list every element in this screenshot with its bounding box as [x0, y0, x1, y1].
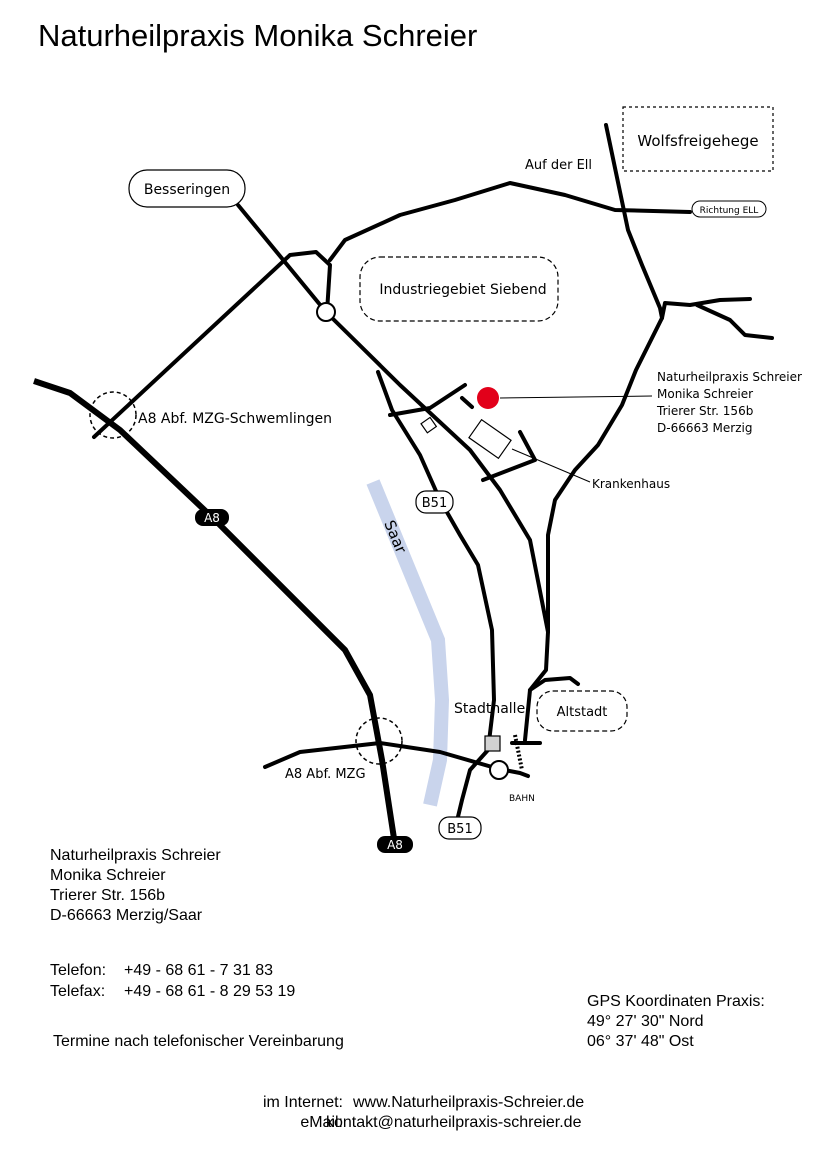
- besseringen-label: Besseringen: [144, 182, 230, 198]
- a8-shield-south-label: A8: [387, 838, 403, 852]
- gps-north: 49° 27' 30" Nord: [587, 1013, 704, 1030]
- b51-north-label: B51: [422, 496, 447, 511]
- auf-der-ell-label: Auf der Ell: [525, 158, 592, 173]
- altstadt-box: [536, 690, 628, 732]
- road-schwemlingen-link: [92, 250, 332, 439]
- gps-heading: GPS Koordinaten Praxis:: [587, 993, 765, 1010]
- road-east-branch: [660, 297, 752, 320]
- address-line: Monika Schreier: [50, 867, 166, 884]
- road-b51: [376, 370, 496, 827]
- phone-label: Telefon:: [50, 962, 107, 979]
- practice-leader-line: [499, 395, 653, 399]
- krankenhaus-label: Krankenhaus: [592, 477, 670, 491]
- road-krankenhaus-access: [481, 430, 537, 482]
- contact-block: Telefon: +49 - 68 61 - 7 31 83 Telefax: +4…: [50, 960, 295, 1002]
- a8-shield-north-label: A8: [204, 511, 220, 525]
- website-row: im Internet: www.Naturheilpraxis-Schreie…: [0, 1093, 826, 1113]
- industriegebiet-box: [359, 256, 559, 322]
- a8-motorway: [33, 378, 398, 846]
- road-east-ring: [546, 123, 664, 634]
- a8-exit-mzg-label: A8 Abf. MZG: [285, 767, 366, 782]
- road-east-branch-2: [695, 303, 774, 340]
- road-a8-exit-mzg: [263, 741, 530, 778]
- b51-shield-south-box: [438, 816, 482, 840]
- besseringen-box: [128, 169, 246, 208]
- b51-shield-north-box: [415, 490, 454, 514]
- building-small: [420, 416, 438, 434]
- road-besseringen-to-center: [236, 203, 550, 742]
- roundabout-north: [316, 302, 336, 322]
- email-row: eMail: kontakt@naturheilpraxis-schreier.…: [0, 1113, 826, 1133]
- practice-label-line: Trierer Str. 156b: [656, 404, 753, 418]
- bahn-label: BAHN: [509, 794, 535, 804]
- a8-shield-south-box: [377, 836, 413, 853]
- exit-marker-mzg: [355, 717, 403, 765]
- roundabout-south: [489, 760, 509, 780]
- page-title: Naturheilpraxis Monika Schreier: [38, 18, 478, 53]
- a8-exit-schwemlingen-label: A8 Abf. MZG-Schwemlingen: [138, 411, 332, 427]
- email-label: eMail:: [300, 1114, 343, 1131]
- appointment-note: Termine nach telefonischer Vereinbarung: [53, 1033, 344, 1050]
- b51-south-label: B51: [447, 822, 472, 837]
- a8-shield-north-box: [195, 509, 229, 526]
- email-link[interactable]: kontakt@naturheilpraxis-schreier.de: [326, 1114, 582, 1131]
- gps-coordinates: GPS Koordinaten Praxis: 49° 27' 30" Nord…: [587, 992, 765, 1052]
- postal-address: Naturheilpraxis Schreier Monika Schreier…: [50, 846, 221, 926]
- stadthalle-label: Stadthalle: [454, 701, 525, 717]
- fax-row: Telefax: +49 - 68 61 - 8 29 53 19: [50, 981, 295, 1002]
- practice-label-line: Monika Schreier: [657, 387, 753, 401]
- practice-label-line: D-66663 Merzig: [657, 421, 752, 435]
- phone-row: Telefon: +49 - 68 61 - 7 31 83: [50, 960, 295, 981]
- practice-label-line: Naturheilpraxis Schreier: [657, 370, 802, 384]
- address-line: D-66663 Merzig/Saar: [50, 907, 203, 924]
- richtung-ell-box: [691, 200, 767, 218]
- krankenhaus-leader-line: [511, 448, 591, 483]
- fax-number: +49 - 68 61 - 8 29 53 19: [124, 983, 296, 1000]
- gps-east: 06° 37' 48" Ost: [587, 1033, 694, 1050]
- fax-label: Telefax:: [50, 983, 106, 1000]
- road-hospital-loop: [388, 383, 467, 417]
- wolfsfreigehege-label: Wolfsfreigehege: [637, 132, 758, 150]
- practice-location-marker: [477, 387, 499, 409]
- address-line: Naturheilpraxis Schreier: [50, 847, 221, 864]
- website-link[interactable]: www.Naturheilpraxis-Schreier.de: [353, 1094, 585, 1111]
- industriegebiet-label: Industriegebiet Siebend: [379, 282, 546, 298]
- road-hospital-spur: [460, 396, 474, 409]
- hospital-building: [468, 418, 512, 460]
- altstadt-label: Altstadt: [557, 705, 608, 720]
- richtung-ell-label: Richtung ELL: [700, 206, 759, 216]
- exit-marker-schwemlingen: [89, 391, 137, 439]
- road-altstadt: [528, 676, 580, 692]
- road-auf-der-ell: [328, 181, 692, 262]
- website-label: im Internet:: [262, 1094, 343, 1111]
- wolfsfreigehege-box: [622, 106, 774, 172]
- address-line: Trierer Str. 156b: [50, 887, 166, 904]
- internet-block: im Internet: www.Naturheilpraxis-Schreie…: [0, 1093, 826, 1133]
- stadthalle-building: [484, 735, 501, 752]
- phone-number[interactable]: +49 - 68 61 - 7 31 83: [124, 962, 273, 979]
- saar-river: [366, 479, 450, 807]
- railway-line: [513, 734, 524, 771]
